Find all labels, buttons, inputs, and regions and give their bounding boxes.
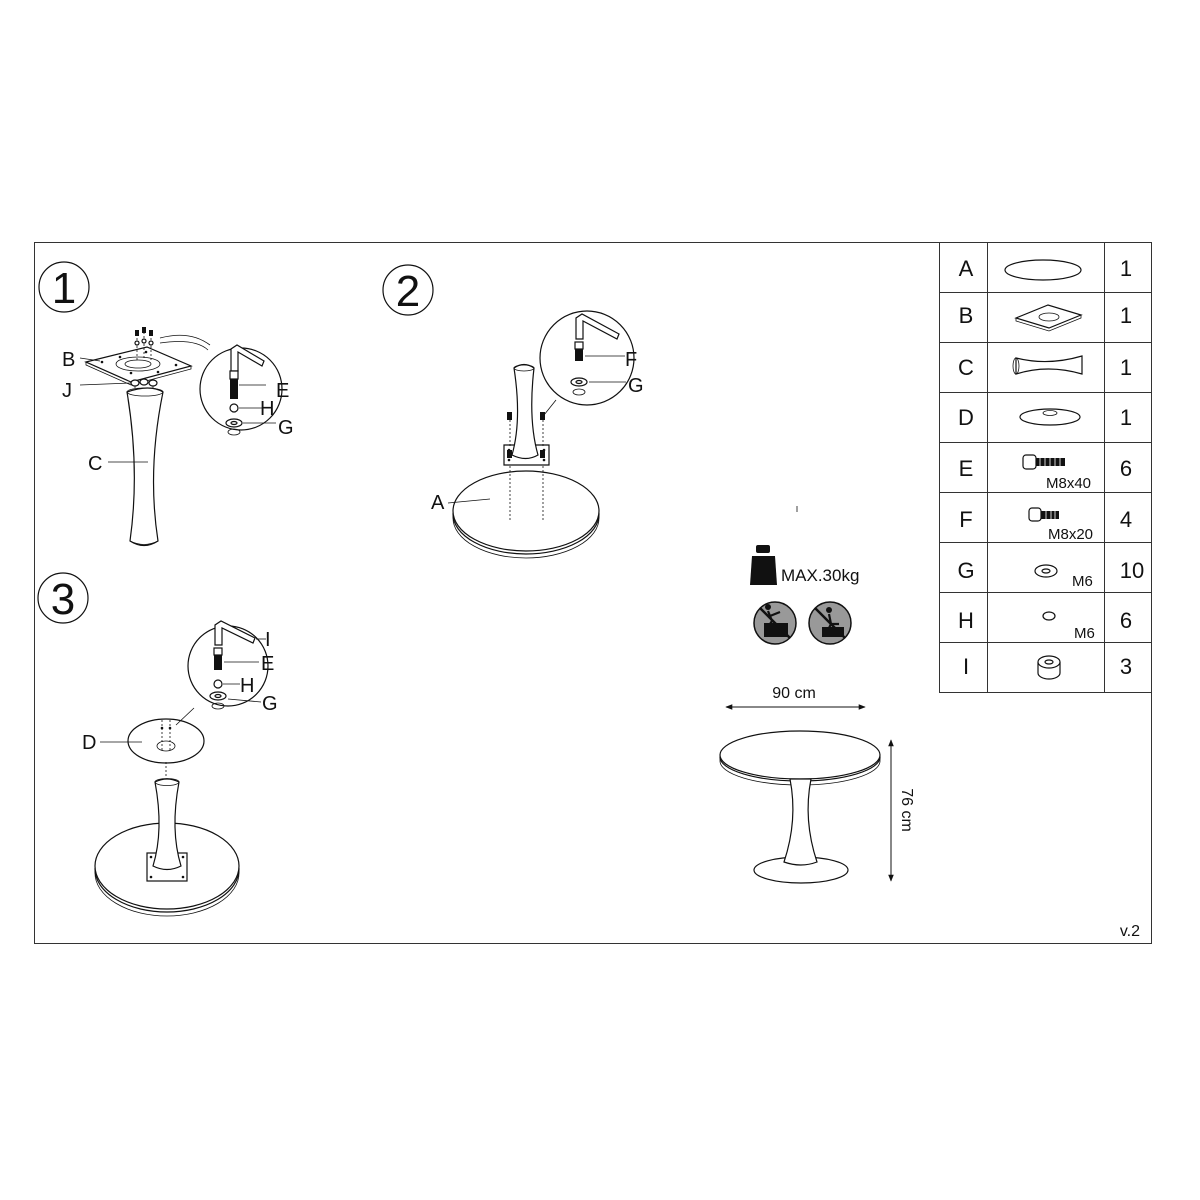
flat-washer-icon bbox=[1034, 564, 1058, 578]
weight-icon bbox=[750, 545, 777, 585]
table-row: F M8x20 4 bbox=[959, 507, 1132, 543]
label-f-2: F bbox=[625, 349, 637, 371]
width-label: 90 cm bbox=[772, 685, 816, 702]
label-e-1: E bbox=[276, 380, 289, 402]
label-d: D bbox=[82, 732, 96, 754]
allen-key-icon bbox=[230, 344, 265, 372]
tabletop bbox=[452, 470, 600, 552]
table-row: E M8x40 6 bbox=[959, 454, 1132, 492]
part-qty: 1 bbox=[1120, 256, 1132, 281]
part-letter: A bbox=[959, 256, 974, 281]
part-spec: M8x40 bbox=[1046, 475, 1091, 492]
table-row: H M6 6 bbox=[958, 608, 1132, 642]
long-bolt-icon bbox=[1022, 454, 1065, 470]
allen-key-icon-2 bbox=[575, 313, 620, 340]
detail-callout-3 bbox=[187, 625, 269, 707]
label-h-3: H bbox=[240, 675, 254, 697]
tabletop-icon bbox=[1004, 259, 1082, 281]
step-3: 3 D I E H G bbox=[37, 572, 278, 917]
pedestal-column bbox=[126, 387, 164, 547]
pedestal-column-3 bbox=[152, 778, 182, 871]
table-row: D 1 bbox=[958, 405, 1132, 430]
label-g-3: G bbox=[262, 693, 278, 715]
label-c: C bbox=[88, 453, 102, 475]
label-g-2: G bbox=[628, 375, 644, 397]
part-letter: B bbox=[959, 303, 974, 328]
part-letter: H bbox=[958, 608, 974, 633]
part-qty: 4 bbox=[1120, 507, 1132, 532]
label-b: B bbox=[62, 349, 75, 371]
part-qty: 1 bbox=[1120, 303, 1132, 328]
part-qty: 1 bbox=[1120, 355, 1132, 380]
spring-washer-h-icon bbox=[229, 403, 239, 413]
pedestal-column-2 bbox=[511, 363, 539, 460]
bolt-f-icon bbox=[574, 341, 584, 350]
part-letter: C bbox=[958, 355, 974, 380]
step-1-number: 1 bbox=[52, 264, 76, 313]
no-sitting-on-table-icon bbox=[808, 601, 852, 645]
detail-callout-2 bbox=[539, 310, 635, 406]
allen-key-icon-3 bbox=[214, 620, 256, 646]
table-row: G M6 10 bbox=[957, 558, 1144, 590]
table-stem-outline bbox=[783, 778, 818, 866]
label-a: A bbox=[431, 492, 445, 514]
spring-washer-icon bbox=[1042, 611, 1056, 621]
step-3-badge bbox=[37, 572, 89, 624]
label-h-1: H bbox=[260, 398, 274, 420]
step-1: 1 B J bbox=[38, 261, 294, 547]
round-base-icon bbox=[1019, 408, 1081, 426]
step-2-badge bbox=[382, 264, 434, 316]
part-qty: 3 bbox=[1120, 654, 1132, 679]
dimension-drawing: 90 cm 76 cm bbox=[719, 685, 915, 884]
part-letter: F bbox=[959, 507, 972, 532]
spring-washer-h-icon-3 bbox=[213, 679, 223, 689]
bolt-e-icon bbox=[229, 370, 239, 380]
short-bolt-icon bbox=[1028, 507, 1059, 522]
max-load-text: MAX.30kg bbox=[781, 566, 859, 585]
step-2-number: 2 bbox=[396, 267, 420, 316]
table-row: A 1 bbox=[959, 256, 1132, 281]
table-row: B 1 bbox=[959, 303, 1132, 332]
no-standing-on-table-icon bbox=[753, 601, 797, 645]
label-g-1: G bbox=[278, 417, 294, 439]
label-j: J bbox=[62, 380, 72, 402]
table-row: C 1 bbox=[958, 355, 1132, 380]
part-spec: M6 bbox=[1074, 625, 1095, 642]
part-qty: 10 bbox=[1120, 558, 1144, 583]
part-spec: M6 bbox=[1072, 573, 1093, 590]
part-qty: 6 bbox=[1120, 456, 1132, 481]
part-qty: 6 bbox=[1120, 608, 1132, 633]
bolt-e-icon-3 bbox=[213, 647, 223, 656]
plate-bolts bbox=[134, 327, 154, 362]
step-3-number: 3 bbox=[51, 575, 75, 624]
table-row: I 3 bbox=[963, 654, 1132, 680]
part-spec: M8x20 bbox=[1048, 526, 1093, 543]
part-letter: E bbox=[959, 456, 974, 481]
pedestal-column-icon bbox=[1012, 355, 1083, 375]
version-label: v.2 bbox=[1120, 923, 1140, 940]
part-letter: I bbox=[963, 654, 969, 679]
height-label: 76 cm bbox=[898, 788, 915, 832]
parts-table: A 1 B 1 C 1 D bbox=[939, 242, 1152, 693]
part-letter: D bbox=[958, 405, 974, 430]
table-top-outline bbox=[719, 730, 881, 780]
label-i-3: I bbox=[265, 629, 271, 651]
part-qty: 1 bbox=[1120, 405, 1132, 430]
spacer-nut-icon bbox=[1037, 655, 1061, 680]
step-2: 2 A F G bbox=[382, 264, 644, 559]
label-e-3: E bbox=[261, 653, 274, 675]
mounting-plate-icon bbox=[1014, 304, 1083, 332]
step-1-badge bbox=[38, 261, 90, 313]
part-letter: G bbox=[957, 558, 974, 583]
